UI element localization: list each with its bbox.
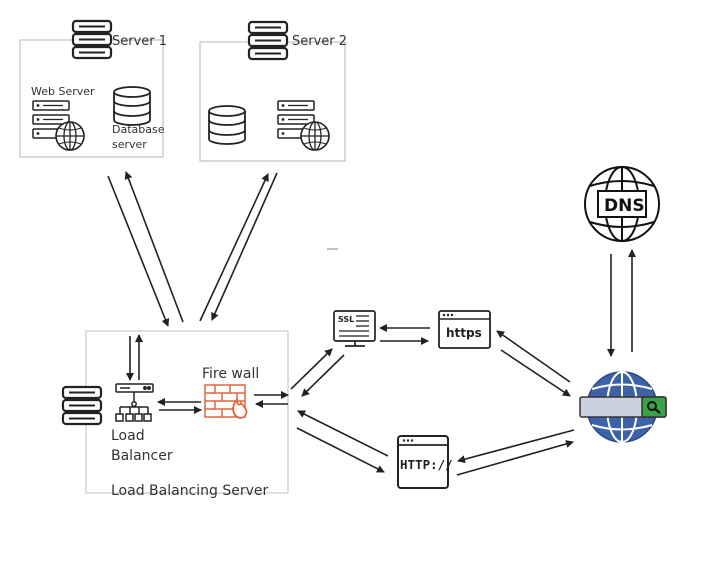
https-text: https (446, 326, 482, 340)
server2-icon (247, 20, 289, 61)
arrow-http-to-globe (456, 440, 574, 476)
server1-label: Server 1 (112, 34, 167, 49)
arrow-globe-to-http (457, 429, 575, 464)
firewall-icon (204, 384, 248, 419)
server-icon (61, 385, 103, 426)
server1-icon (71, 19, 113, 60)
arrow-server1-up (124, 171, 184, 323)
dns-globe-icon (584, 166, 660, 242)
database-icon (113, 86, 151, 126)
web-server-icon (277, 100, 330, 151)
search-globe-icon (579, 371, 667, 443)
load-balancer-icon (115, 383, 154, 422)
server2-label: Server 2 (292, 34, 347, 49)
arrow-globe-to-https (496, 330, 571, 383)
arrow-http-to-fw (297, 410, 389, 457)
ssl-monitor-icon (333, 310, 376, 347)
load-balancer-label-line1: Load (111, 428, 145, 444)
web-server-icon (32, 100, 85, 151)
dns-text: DNS (604, 196, 645, 216)
http-window-icon (397, 435, 449, 489)
database-label-line2: server (112, 138, 147, 151)
arrow-server2-down (211, 172, 278, 321)
load-balancing-server-label: Load Balancing Server (111, 483, 269, 499)
web-server-label: Web Server (31, 85, 95, 98)
load-balancer-label-line2: Balancer (111, 448, 173, 464)
http-text: HTTP:// (400, 457, 453, 472)
arrow-https-to-globe (500, 349, 571, 397)
database-label-line1: Database (112, 123, 165, 136)
arrow-from-ssl (301, 354, 345, 397)
arrow-server1-down (107, 175, 170, 327)
load-balancing-box (85, 330, 289, 494)
database-icon (208, 105, 246, 145)
arrow-fw-to-http (296, 427, 385, 473)
ssl-text: SSL (338, 315, 354, 324)
firewall-label: Fire wall (202, 366, 259, 382)
arrow-server2-up (199, 173, 269, 322)
arrow-to-ssl (290, 348, 333, 390)
browser-window-icon (438, 310, 491, 349)
